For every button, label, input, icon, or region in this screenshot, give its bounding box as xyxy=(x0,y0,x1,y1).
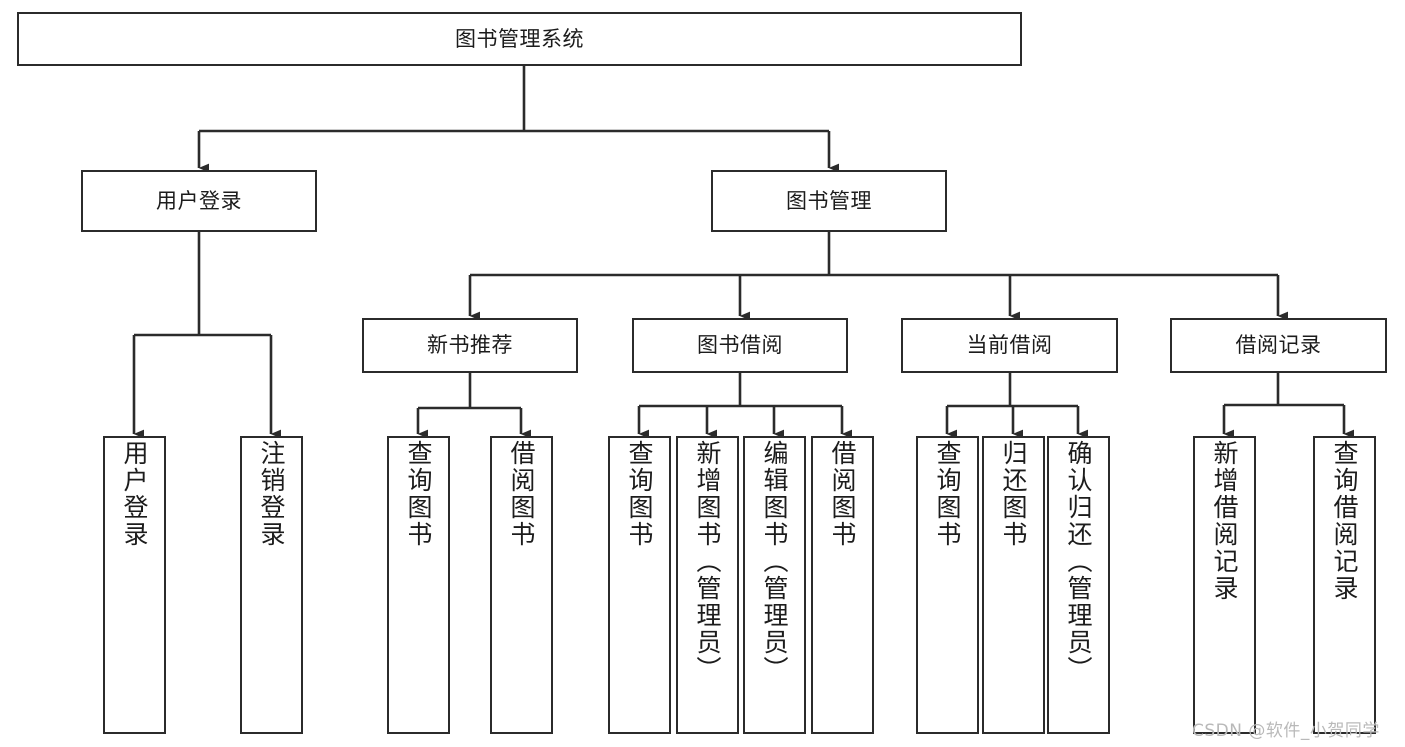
leaf-query-book-current-label: 查询图书 xyxy=(933,440,962,548)
leaf-query-book-borrow-label: 查询图书 xyxy=(625,440,654,548)
leaf-borrow-book-recommend[interactable]: 借阅图书 xyxy=(490,436,553,734)
leaf-add-borrow-record-label: 新增借阅记录 xyxy=(1210,440,1239,602)
node-new-book-recommend[interactable]: 新书推荐 xyxy=(362,318,578,373)
leaf-query-borrow-record[interactable]: 查询借阅记录 xyxy=(1313,436,1376,734)
leaf-logout[interactable]: 注销登录 xyxy=(240,436,303,734)
leaf-add-book-admin[interactable]: 新增图书（管理员） xyxy=(676,436,739,734)
node-root[interactable]: 图书管理系统 xyxy=(17,12,1022,66)
leaf-edit-book-admin[interactable]: 编辑图书（管理员） xyxy=(743,436,806,734)
node-book-management-label: 图书管理 xyxy=(786,188,872,213)
node-root-label: 图书管理系统 xyxy=(455,26,584,51)
leaf-borrow-book-label: 借阅图书 xyxy=(828,440,857,548)
leaf-borrow-book-recommend-label: 借阅图书 xyxy=(507,440,536,548)
node-borrow-record[interactable]: 借阅记录 xyxy=(1170,318,1387,373)
node-current-borrow[interactable]: 当前借阅 xyxy=(901,318,1118,373)
leaf-user-login-label: 用户登录 xyxy=(120,440,149,548)
node-user-login-label: 用户登录 xyxy=(156,188,242,213)
leaf-add-book-admin-label: 新增图书（管理员） xyxy=(693,440,722,683)
node-book-management[interactable]: 图书管理 xyxy=(711,170,947,232)
leaf-return-book-label: 归还图书 xyxy=(999,440,1028,548)
leaf-query-book-recommend[interactable]: 查询图书 xyxy=(387,436,450,734)
leaf-query-book-current[interactable]: 查询图书 xyxy=(916,436,979,734)
leaf-confirm-return-admin[interactable]: 确认归还（管理员） xyxy=(1047,436,1110,734)
leaf-add-borrow-record[interactable]: 新增借阅记录 xyxy=(1193,436,1256,734)
leaf-borrow-book[interactable]: 借阅图书 xyxy=(811,436,874,734)
leaf-query-borrow-record-label: 查询借阅记录 xyxy=(1330,440,1359,602)
node-borrow-record-label: 借阅记录 xyxy=(1235,333,1322,358)
leaf-logout-label: 注销登录 xyxy=(257,440,286,548)
leaf-user-login[interactable]: 用户登录 xyxy=(103,436,166,734)
leaf-confirm-return-admin-label: 确认归还（管理员） xyxy=(1064,440,1093,683)
leaf-query-book-borrow[interactable]: 查询图书 xyxy=(608,436,671,734)
node-new-book-recommend-label: 新书推荐 xyxy=(427,333,513,358)
leaf-query-book-recommend-label: 查询图书 xyxy=(404,440,433,548)
leaf-return-book[interactable]: 归还图书 xyxy=(982,436,1045,734)
node-book-borrow-label: 图书借阅 xyxy=(697,333,783,358)
node-current-borrow-label: 当前借阅 xyxy=(966,333,1053,358)
leaf-edit-book-admin-label: 编辑图书（管理员） xyxy=(760,440,789,683)
node-user-login[interactable]: 用户登录 xyxy=(81,170,317,232)
node-book-borrow[interactable]: 图书借阅 xyxy=(632,318,848,373)
